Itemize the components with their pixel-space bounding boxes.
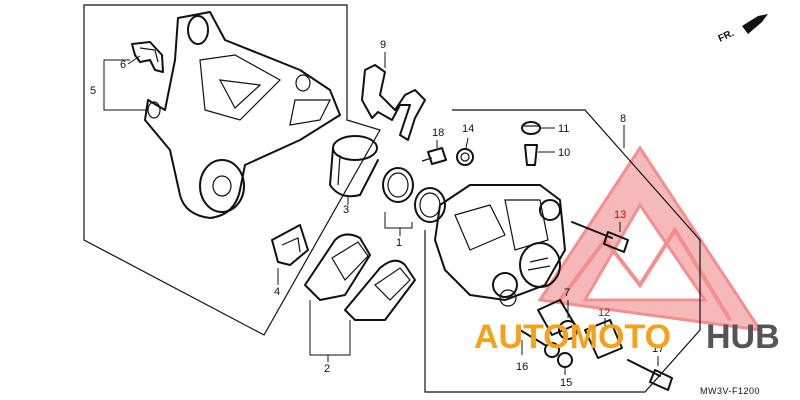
- washer: [557, 352, 573, 368]
- caliper-body: [434, 184, 566, 307]
- label-part-12: 12: [598, 307, 610, 319]
- bleed-valve: [521, 121, 541, 166]
- pin-boots: [537, 299, 623, 359]
- caliper-bracket: [144, 11, 341, 219]
- label-part-6: 6: [120, 59, 126, 71]
- label-part-11: 11: [558, 123, 569, 135]
- label-part-8: 8: [620, 113, 626, 125]
- long-bolt: [627, 359, 673, 391]
- label-part-1: 1: [396, 237, 402, 249]
- label-part-9: 9: [380, 39, 386, 51]
- piston-seals: [382, 167, 446, 223]
- piston: [329, 135, 379, 198]
- watermark-text-auto: AUTOMOTO: [474, 318, 671, 356]
- rubber-cap: [456, 148, 474, 166]
- label-part-2: 2: [324, 363, 330, 375]
- caliper-group-outline: [424, 109, 701, 393]
- label-part-17: 17: [652, 343, 664, 355]
- watermark-text-hub: HUB: [706, 318, 780, 356]
- label-part-3: 3: [343, 204, 349, 216]
- pad-clip: [271, 224, 309, 266]
- label-part-10: 10: [558, 147, 570, 159]
- label-part-4: 4: [274, 286, 280, 298]
- label-part-15: 15: [560, 377, 572, 389]
- front-direction-arrow-icon: [742, 14, 768, 34]
- label-part-18: 18: [432, 127, 444, 139]
- front-direction-label: FR.: [717, 28, 736, 45]
- bolt-small: [421, 147, 447, 165]
- watermark-logo-icon: [537, 145, 764, 332]
- pin-bolt: [571, 221, 629, 253]
- bracket-group-outline: [83, 4, 381, 336]
- guide-pin: [519, 329, 560, 358]
- drawing-code: MW3V-F1200: [700, 386, 760, 396]
- label-part-16: 16: [516, 361, 528, 373]
- pad-retainer-clip: [131, 41, 164, 73]
- brake-pads: [304, 233, 416, 321]
- pad-spring: [361, 64, 426, 141]
- label-part-5: 5: [90, 85, 96, 97]
- label-part-13: 13: [614, 209, 626, 221]
- label-part-14: 14: [462, 123, 474, 135]
- label-part-7: 7: [564, 287, 570, 299]
